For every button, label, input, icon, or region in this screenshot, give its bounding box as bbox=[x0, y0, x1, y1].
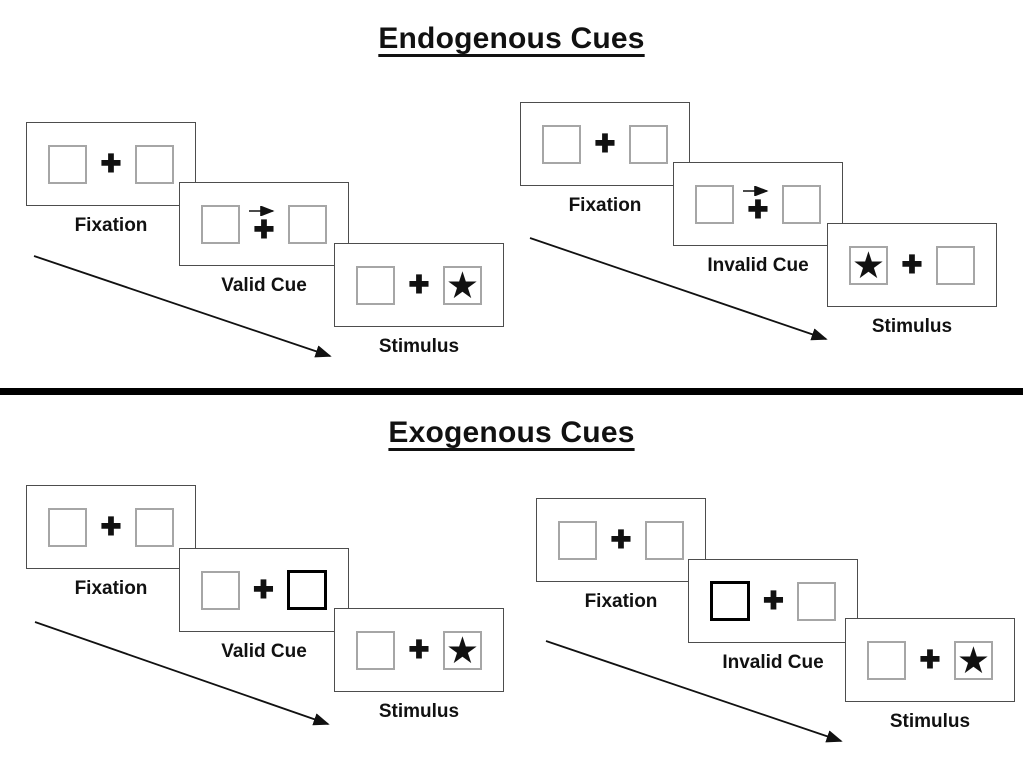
left-placeholder-box bbox=[695, 184, 734, 224]
screen-frame: ✚ bbox=[26, 122, 196, 206]
right-placeholder-box bbox=[628, 124, 668, 164]
step-label: Fixation bbox=[584, 591, 658, 612]
bold-cue-box bbox=[286, 570, 327, 610]
screen-frame: ✚ bbox=[26, 485, 196, 569]
bold-cue-box bbox=[710, 581, 750, 621]
fixation-area: ✚ bbox=[248, 205, 280, 244]
left-placeholder-box bbox=[867, 640, 906, 680]
screen-frame: ✚ ★ bbox=[334, 243, 504, 327]
step-label: Stimulus bbox=[378, 336, 460, 357]
left-placeholder-box bbox=[356, 265, 395, 305]
step-label: Fixation bbox=[74, 215, 148, 236]
fixation-cross-icon: ✚ bbox=[763, 586, 784, 615]
step-label: Valid Cue bbox=[221, 641, 307, 662]
cue-arrow-icon bbox=[743, 185, 769, 196]
screen-frame: ✚ bbox=[688, 559, 858, 643]
fixation-cross-icon: ✚ bbox=[100, 512, 122, 541]
right-placeholder-box bbox=[134, 507, 174, 547]
fixation-area: ✚ bbox=[408, 270, 430, 299]
left-placeholder-box bbox=[542, 124, 581, 164]
fixation-cross-icon: ✚ bbox=[901, 250, 923, 279]
step-label: Valid Cue bbox=[221, 275, 307, 296]
step-label: Fixation bbox=[568, 195, 642, 216]
step-label: Invalid Cue bbox=[722, 652, 824, 673]
fixation-cross-icon: ✚ bbox=[253, 575, 274, 604]
left-placeholder-box bbox=[48, 144, 87, 184]
left-placeholder-box bbox=[356, 630, 395, 670]
right-placeholder-box bbox=[796, 581, 836, 621]
right-placeholder-box bbox=[288, 204, 327, 244]
screen-frame: ✚ bbox=[520, 102, 690, 186]
screen-frame: ★ ✚ bbox=[827, 223, 997, 307]
right-placeholder-box bbox=[134, 144, 174, 184]
exogenous-invalid-fixation-panel: ✚ Fixation bbox=[536, 498, 706, 613]
fixation-cross-icon: ✚ bbox=[253, 215, 275, 244]
screen-frame: ✚ bbox=[179, 548, 349, 632]
fixation-cross-icon: ✚ bbox=[408, 270, 430, 299]
fixation-cross-icon: ✚ bbox=[919, 645, 941, 674]
right-placeholder-box bbox=[782, 184, 821, 224]
endogenous-valid-cue-panel: ✚ Valid Cue bbox=[179, 182, 349, 297]
screen-frame: ✚ bbox=[179, 182, 349, 266]
screen-frame: ✚ bbox=[536, 498, 706, 582]
screen-frame: ✚ ★ bbox=[334, 608, 504, 692]
timeline-arrow-icon bbox=[529, 237, 828, 341]
right-placeholder-box bbox=[935, 245, 975, 285]
section-divider bbox=[0, 388, 1023, 395]
fixation-area: ✚ bbox=[253, 575, 274, 604]
star-stimulus-box: ★ bbox=[442, 630, 482, 670]
fixation-cross-icon: ✚ bbox=[408, 635, 430, 664]
timeline-arrow-icon bbox=[34, 621, 330, 726]
exogenous-invalid-stimulus-panel: ✚ ★ Stimulus bbox=[845, 618, 1015, 733]
exogenous-valid-cue-panel: ✚ Valid Cue bbox=[179, 548, 349, 663]
fixation-area: ✚ bbox=[901, 250, 923, 279]
star-stimulus-box: ★ bbox=[953, 640, 993, 680]
fixation-cross-icon: ✚ bbox=[747, 195, 769, 224]
endogenous-invalid-fixation-panel: ✚ Fixation bbox=[520, 102, 690, 217]
left-placeholder-box bbox=[201, 204, 240, 244]
endogenous-section-title: Endogenous Cues bbox=[378, 22, 645, 55]
step-label: Stimulus bbox=[871, 316, 953, 337]
endogenous-invalid-cue-panel: ✚ Invalid Cue bbox=[673, 162, 843, 277]
fixation-area: ✚ bbox=[594, 129, 616, 158]
fixation-cross-icon: ✚ bbox=[610, 525, 632, 554]
fixation-area: ✚ bbox=[919, 645, 941, 674]
step-label: Fixation bbox=[74, 578, 148, 599]
left-placeholder-box bbox=[48, 507, 87, 547]
exogenous-valid-fixation-panel: ✚ Fixation bbox=[26, 485, 196, 600]
timeline-arrow-icon bbox=[33, 255, 332, 358]
exogenous-section-title: Exogenous Cues bbox=[388, 416, 635, 449]
fixation-cross-icon: ✚ bbox=[594, 129, 616, 158]
timeline-arrow-icon bbox=[545, 640, 843, 743]
endogenous-valid-stimulus-panel: ✚ ★ Stimulus bbox=[334, 243, 504, 358]
screen-frame: ✚ ★ bbox=[845, 618, 1015, 702]
screen-frame: ✚ bbox=[673, 162, 843, 246]
fixation-area: ✚ bbox=[610, 525, 632, 554]
endogenous-invalid-stimulus-panel: ★ ✚ Stimulus bbox=[827, 223, 997, 338]
step-label: Invalid Cue bbox=[707, 255, 809, 276]
left-placeholder-box bbox=[201, 570, 240, 610]
fixation-area: ✚ bbox=[742, 185, 774, 224]
step-label: Stimulus bbox=[889, 711, 971, 732]
right-placeholder-box bbox=[644, 520, 684, 560]
exogenous-invalid-cue-panel: ✚ Invalid Cue bbox=[688, 559, 858, 674]
fixation-area: ✚ bbox=[763, 586, 784, 615]
endogenous-valid-fixation-panel: ✚ Fixation bbox=[26, 122, 196, 237]
star-stimulus-box: ★ bbox=[442, 265, 482, 305]
fixation-area: ✚ bbox=[408, 635, 430, 664]
fixation-cross-icon: ✚ bbox=[100, 149, 122, 178]
fixation-area: ✚ bbox=[100, 149, 122, 178]
star-stimulus-box: ★ bbox=[849, 245, 888, 285]
cue-arrow-icon bbox=[249, 205, 275, 216]
fixation-area: ✚ bbox=[100, 512, 122, 541]
step-label: Stimulus bbox=[378, 701, 460, 722]
left-placeholder-box bbox=[558, 520, 597, 560]
exogenous-valid-stimulus-panel: ✚ ★ Stimulus bbox=[334, 608, 504, 723]
